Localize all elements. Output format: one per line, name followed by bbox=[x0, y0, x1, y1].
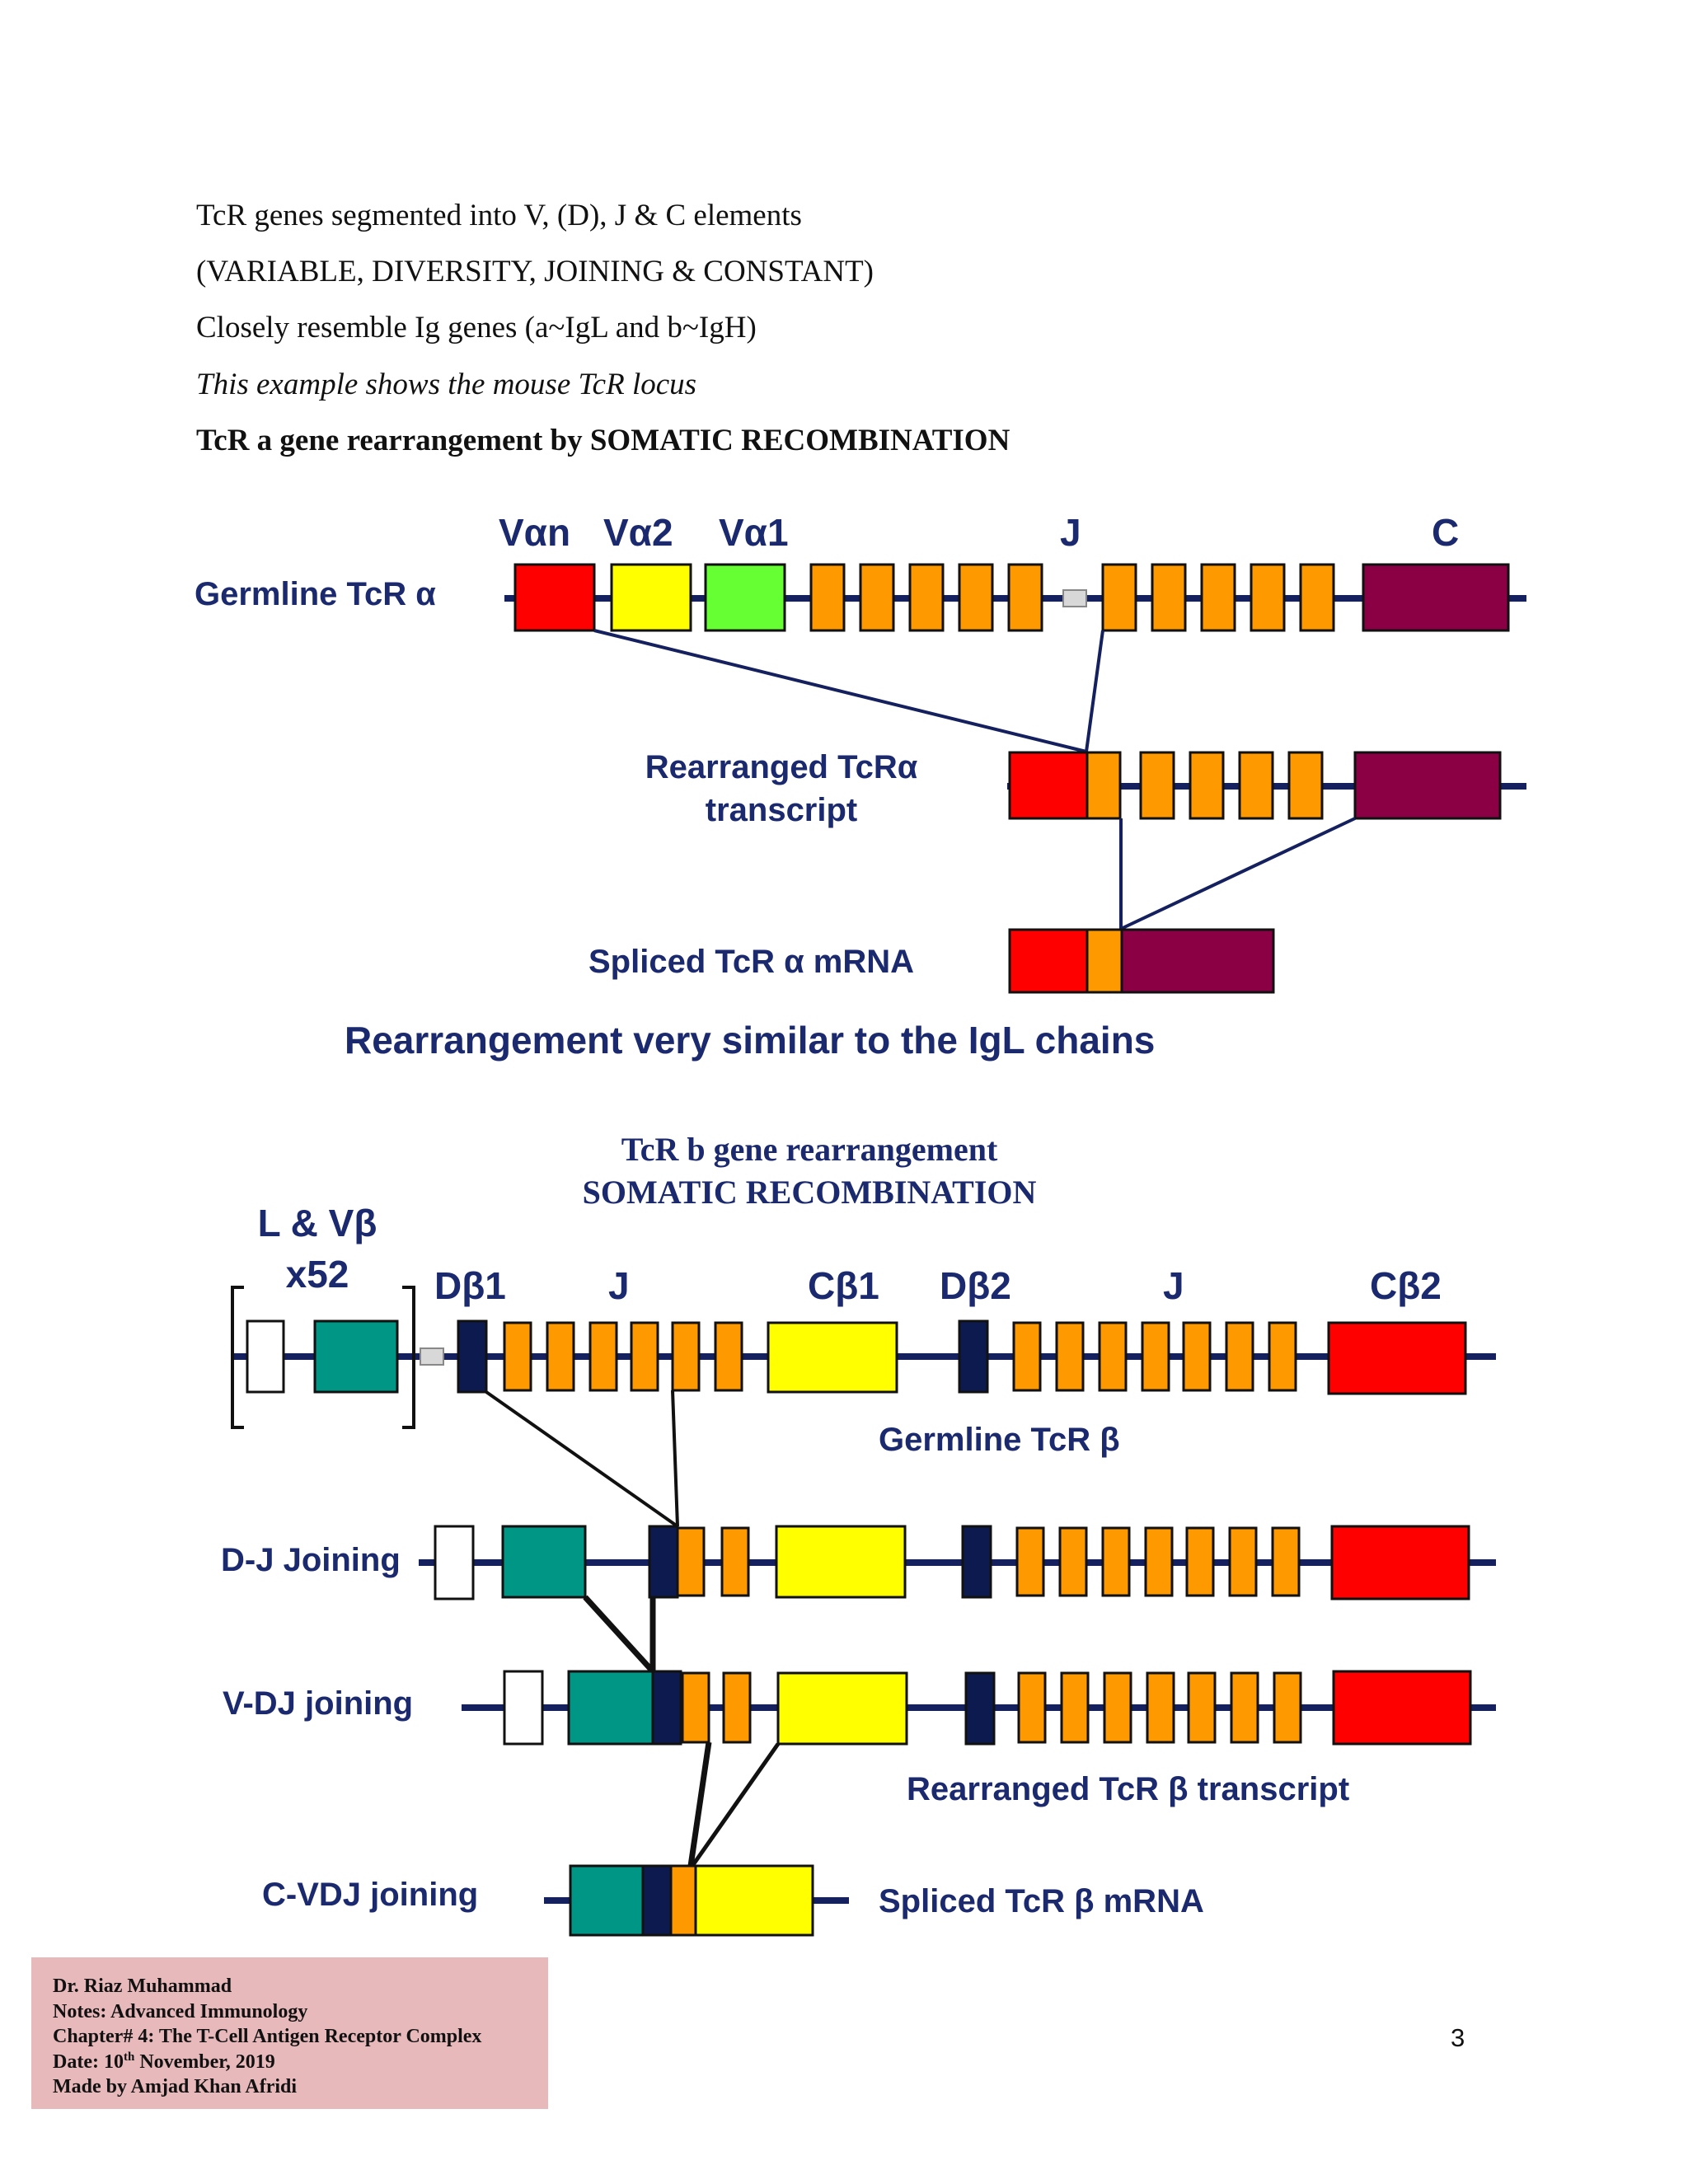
germline-beta bbox=[231, 1286, 1496, 1429]
label-va2: Vα2 bbox=[603, 511, 673, 554]
jb2-segment bbox=[1055, 1321, 1085, 1392]
cb1-segment bbox=[767, 1321, 898, 1394]
jb2-segment bbox=[1098, 1321, 1128, 1392]
jb1-segment bbox=[503, 1321, 532, 1392]
vdj-joining-label: V-DJ joining bbox=[223, 1685, 413, 1722]
jb1-segment bbox=[630, 1321, 659, 1392]
spliced-beta-label: Spliced TcR β mRNA bbox=[879, 1883, 1204, 1919]
jb2-segment bbox=[1268, 1321, 1297, 1392]
cvdj-joining-label: C-VDJ joining bbox=[262, 1877, 478, 1913]
alpha-caption: Rearrangement very similar to the IgL ch… bbox=[345, 1019, 1155, 1062]
spliced-alpha-label: Spliced TcR α mRNA bbox=[588, 944, 914, 980]
j-segment bbox=[1151, 563, 1187, 632]
j-segment bbox=[1299, 563, 1335, 632]
j-segment bbox=[1200, 563, 1236, 632]
dj-joining-label: D-J Joining bbox=[221, 1542, 401, 1578]
jb2-segment bbox=[1225, 1321, 1254, 1392]
footer-chapter: Chapter# 4: The T-Cell Antigen Receptor … bbox=[53, 2026, 482, 2047]
label-j1: J bbox=[608, 1264, 630, 1307]
alpha-labels: Vαn Vα2 Vα1 J C Germline TcR α Rearrange… bbox=[195, 511, 1459, 1062]
page-number: 3 bbox=[1451, 2023, 1465, 2052]
rearranged-alpha bbox=[1007, 751, 1526, 820]
beta-title-1: TcR b gene rearrangement bbox=[621, 1131, 998, 1168]
label-c: C bbox=[1432, 511, 1459, 554]
intro-line-4: This example shows the mouse TcR locus bbox=[196, 368, 697, 401]
footer-made-by: Made by Amjad Khan Afridi bbox=[53, 2076, 298, 2097]
beta-labels: TcR b gene rearrangement SOMATIC RECOMBI… bbox=[221, 1131, 1442, 1919]
jb2-segment bbox=[1141, 1321, 1170, 1392]
cvdj-joining-row bbox=[544, 1864, 849, 1937]
leader-segment bbox=[246, 1319, 285, 1394]
label-j: J bbox=[1060, 511, 1081, 554]
footer-author: Dr. Riaz Muhammad bbox=[53, 1975, 232, 1997]
j-segment bbox=[1250, 563, 1286, 632]
jb1-segment bbox=[588, 1321, 618, 1392]
cb2-segment bbox=[1327, 1321, 1467, 1395]
spliced-alpha bbox=[1008, 928, 1275, 994]
label-j2: J bbox=[1163, 1264, 1184, 1307]
label-van: Vαn bbox=[499, 511, 570, 554]
label-db2: Dβ2 bbox=[940, 1264, 1011, 1307]
c-segment bbox=[1362, 563, 1510, 632]
germline-alpha-label: Germline TcR α bbox=[195, 576, 436, 612]
j-segment bbox=[1101, 563, 1137, 632]
j-segment bbox=[809, 563, 846, 632]
va2-segment bbox=[610, 563, 692, 632]
label-cb2: Cβ2 bbox=[1370, 1264, 1442, 1307]
dj-joining-row bbox=[419, 1525, 1496, 1601]
jb1-segment bbox=[671, 1321, 701, 1392]
vb-segment bbox=[313, 1319, 399, 1394]
author-footer: Dr. Riaz Muhammad Notes: Advanced Immuno… bbox=[31, 1957, 548, 2109]
j-segment bbox=[908, 563, 945, 632]
footer-date: Date: 10th November, 2019 bbox=[53, 2050, 275, 2073]
jb1-segment bbox=[546, 1321, 575, 1392]
intro-line-3: Closely resemble Ig genes (a~IgL and b~I… bbox=[196, 311, 757, 344]
j-segment bbox=[958, 563, 994, 632]
rearranged-beta-label: Rearranged TcR β transcript bbox=[907, 1771, 1349, 1807]
rearranged-alpha-label: Rearranged TcRα bbox=[645, 749, 918, 785]
label-cb1: Cβ1 bbox=[808, 1264, 879, 1307]
footer-notes: Notes: Advanced Immunology bbox=[53, 2000, 308, 2022]
va1-segment bbox=[704, 563, 786, 632]
jb2-segment bbox=[1012, 1321, 1042, 1392]
j-segment bbox=[859, 563, 895, 632]
label-lv: L & Vβ bbox=[258, 1202, 377, 1244]
label-db1: Dβ1 bbox=[434, 1264, 506, 1307]
intro-line-1: TcR genes segmented into V, (D), J & C e… bbox=[196, 199, 802, 232]
db2-segment bbox=[958, 1319, 989, 1394]
j-segment bbox=[1007, 563, 1043, 632]
intro-line-2: (VARIABLE, DIVERSITY, JOINING & CONSTANT… bbox=[196, 255, 874, 288]
jb2-segment bbox=[1182, 1321, 1212, 1392]
label-x52: x52 bbox=[286, 1253, 349, 1296]
van-segment bbox=[513, 563, 596, 632]
beta-title-2: SOMATIC RECOMBINATION bbox=[583, 1174, 1037, 1211]
jb1-segment bbox=[714, 1321, 743, 1392]
germline-alpha bbox=[504, 563, 1526, 632]
germline-beta-label: Germline TcR β bbox=[879, 1422, 1120, 1458]
label-va1: Vα1 bbox=[719, 511, 789, 554]
vdj-joining-row bbox=[462, 1670, 1496, 1746]
intro-heading: TcR a gene rearrangement by SOMATIC RECO… bbox=[196, 424, 1010, 457]
db1-segment bbox=[457, 1319, 488, 1394]
rearranged-alpha-label-2: transcript bbox=[706, 792, 858, 828]
